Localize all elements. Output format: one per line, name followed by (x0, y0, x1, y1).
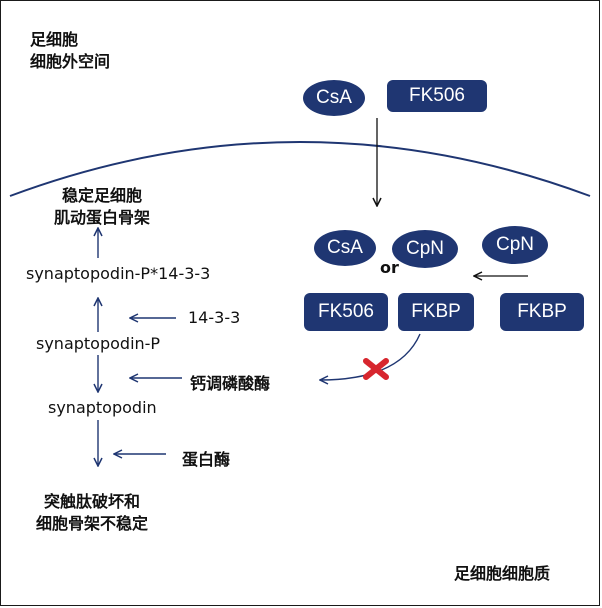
adaptor-label: 14-3-3 (188, 308, 241, 327)
or-label: or (380, 258, 399, 277)
csa-complex: CsA (314, 230, 376, 266)
cpn-bound: CpN (392, 230, 458, 268)
protease-label: 蛋白酶 (182, 450, 231, 469)
calcineurin-label: 钙调磷酸酶 (190, 374, 271, 393)
complex-label: synaptopodin-P*14-3-3 (26, 264, 211, 283)
inhibition-x (363, 358, 389, 380)
fkbp-free: FKBP (500, 293, 584, 331)
fkbp-bound: FKBP (398, 293, 474, 331)
cpn-free: CpN (482, 226, 548, 264)
csa-drug: CsA (303, 80, 365, 116)
inhibition-curve (320, 333, 421, 380)
fk506-complex: FK506 (304, 293, 388, 331)
disrupt-line2: 细胞骨架不稳定 (36, 514, 149, 533)
cell-membrane (9, 141, 591, 197)
stabilize-line1: 稳定足细胞 (62, 186, 143, 205)
phospho-label: synaptopodin-P (36, 334, 161, 353)
extracellular-label-line2: 细胞外空间 (30, 52, 111, 71)
fk506-drug: FK506 (387, 80, 487, 112)
disrupt-line1: 突触肽破坏和 (44, 492, 141, 511)
cytoplasm-label: 足细胞细胞质 (454, 564, 551, 583)
stabilize-line2: 肌动蛋白骨架 (54, 208, 151, 227)
extracellular-label-line1: 足细胞 (30, 30, 79, 49)
synaptopodin-label: synaptopodin (48, 398, 157, 417)
